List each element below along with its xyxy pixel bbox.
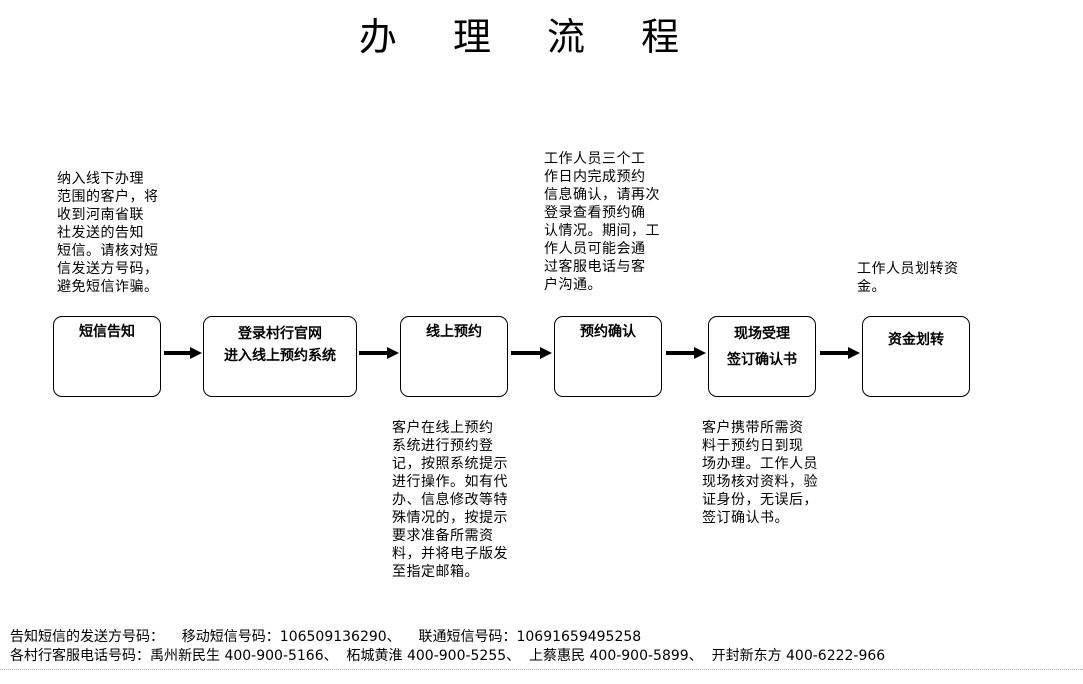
step-label: 短信告知 <box>79 324 135 340</box>
footer-service-phones: 各村行客服电话号码：禹州新民生 400-900-5166、 柘城黄淮 400-9… <box>10 648 886 664</box>
step-label-sub: 进入线上预约系统 <box>224 348 336 364</box>
step-onsite-processing: 现场受理 签订确认书 <box>708 316 816 397</box>
step-label: 线上预约 <box>426 324 482 340</box>
note-sms-notice: 纳入线下办理 范围的客户，将 收到河南省联 社发送的告知 短信。请核对短 信发送… <box>57 171 159 295</box>
step-online-booking: 线上预约 <box>400 316 508 397</box>
step-label-sub: 签订确认书 <box>727 352 797 368</box>
step-fund-transfer: 资金划转 <box>862 316 970 397</box>
page-divider <box>0 669 1083 670</box>
step-login-website: 登录村行官网 进入线上预约系统 <box>203 316 357 397</box>
footer-sms-numbers: 告知短信的发送方号码： 移动短信号码：106509136290、 联通短信号码：… <box>10 629 642 645</box>
note-onsite-processing: 客户携带所需资 料于预约日到现 场办理。工作人员 现场核对资料，验 证身份，无误… <box>702 420 818 526</box>
step-booking-confirm: 预约确认 <box>554 316 662 397</box>
step-label: 登录村行官网 <box>238 326 322 342</box>
step-sms-notice: 短信告知 <box>53 316 161 397</box>
step-label: 预约确认 <box>580 324 636 340</box>
note-booking-confirm: 工作人员三个工 作日内完成预约 信息确认，请再次 登录查看预约确 认情况。期间，… <box>544 151 660 293</box>
step-label: 资金划转 <box>888 332 944 348</box>
step-label: 现场受理 <box>734 326 790 342</box>
note-online-booking: 客户在线上预约 系统进行预约登 记，按照系统提示 进行操作。如有代 办、信息修改… <box>392 420 508 580</box>
arrow-right-icon <box>511 347 552 359</box>
arrow-right-icon <box>666 347 706 359</box>
arrow-right-icon <box>820 347 860 359</box>
page-title: 办 理 流 程 <box>358 15 702 59</box>
arrow-right-icon <box>359 347 399 359</box>
note-fund-transfer: 工作人员划转资 金。 <box>857 261 959 295</box>
arrow-right-icon <box>164 347 202 359</box>
